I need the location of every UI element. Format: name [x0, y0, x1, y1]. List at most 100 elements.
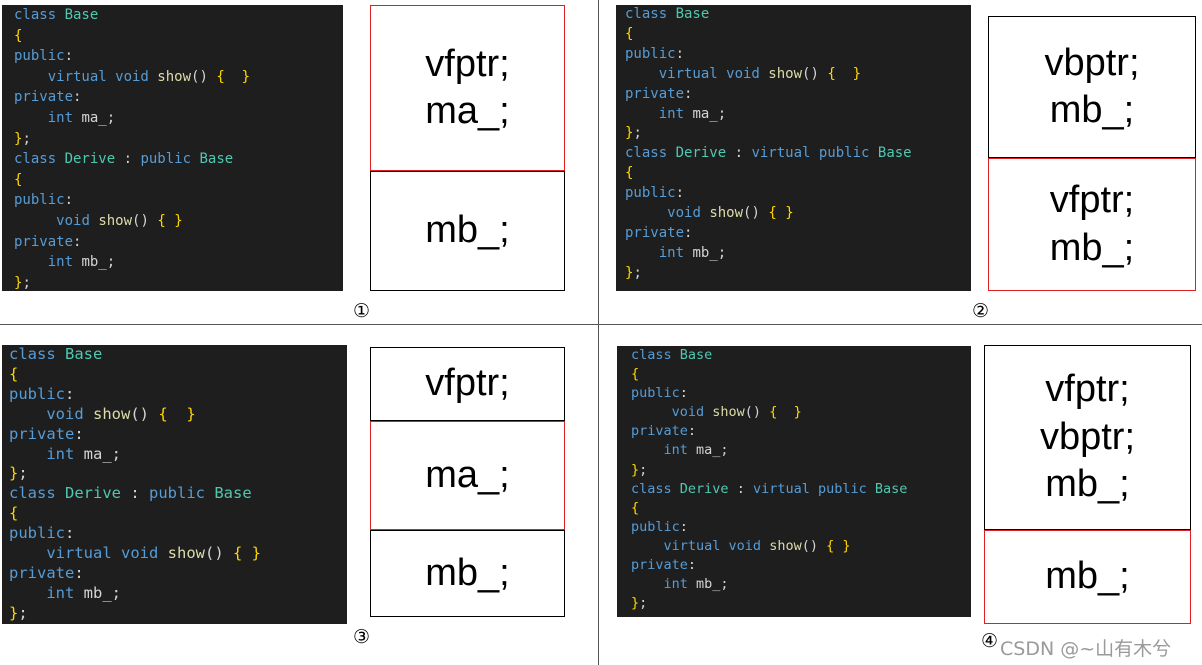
- code-token: private: [14, 89, 74, 106]
- code-line: private:: [625, 224, 971, 244]
- code-token: (): [132, 212, 158, 229]
- code-token: {: [14, 27, 23, 44]
- code-token: }: [625, 264, 634, 281]
- code-token: [14, 254, 48, 270]
- code-token: {: [232, 544, 243, 563]
- panel-label-3: ③: [353, 626, 371, 648]
- code-token: private: [625, 85, 685, 102]
- horizontal-divider: [0, 324, 1202, 325]
- code-token: :: [115, 151, 141, 168]
- code-token: {: [216, 68, 225, 85]
- code-line: virtual void show() { }: [9, 544, 347, 564]
- code-line: };: [631, 594, 971, 613]
- code-token: [777, 404, 793, 420]
- code-token: {: [827, 65, 836, 82]
- code-line: int ma_;: [631, 441, 971, 460]
- code-token: int: [47, 109, 82, 126]
- code-line: virtual void show() { }: [631, 537, 971, 556]
- code-line: };: [9, 464, 347, 484]
- code-token: void: [46, 404, 93, 423]
- code-token: }: [174, 212, 183, 229]
- vertical-divider: [598, 0, 599, 665]
- code-token: void: [671, 404, 713, 421]
- code-token: public: [149, 484, 215, 503]
- code-line: {: [14, 26, 343, 47]
- code-token: {: [625, 165, 634, 182]
- code-token: [9, 445, 46, 463]
- code-line: };: [625, 264, 971, 284]
- code-token: ;: [633, 264, 642, 281]
- code-token: :: [73, 233, 82, 250]
- code-token: show: [157, 68, 192, 85]
- code-line: {: [625, 164, 971, 184]
- code-token: Derive: [679, 480, 729, 497]
- code-token: [225, 69, 242, 85]
- code-token: ;: [22, 130, 31, 147]
- code-line: private:: [631, 556, 971, 575]
- code-token: }: [186, 404, 196, 423]
- panel-label-1: ①: [353, 300, 371, 322]
- code-token: Derive: [65, 484, 121, 503]
- code-token: [14, 213, 56, 229]
- code-token: :: [687, 557, 697, 574]
- code-token: }: [793, 404, 802, 421]
- memory-field: mb_;: [1049, 89, 1135, 131]
- code-token: {: [768, 205, 777, 222]
- code-token: ;: [18, 464, 28, 483]
- code-token: Derive: [675, 145, 727, 162]
- code-token: [242, 544, 251, 562]
- code-token: class: [14, 151, 65, 168]
- code-token: private: [631, 423, 688, 440]
- memory-field: mb_;: [1049, 226, 1135, 269]
- code-token: [9, 544, 46, 562]
- code-line: private:: [631, 422, 971, 441]
- code-line: void show() { }: [14, 211, 343, 232]
- code-token: class: [9, 345, 65, 363]
- code-token: {: [158, 404, 168, 423]
- code-token: (): [743, 205, 769, 222]
- code-line: class Derive : public Base: [14, 149, 343, 170]
- code-line: public:: [9, 524, 347, 544]
- code-line: class Base: [9, 345, 347, 365]
- code-token: {: [9, 364, 19, 383]
- code-token: }: [9, 464, 19, 483]
- code-line: int mb_;: [625, 244, 971, 264]
- code-token: public: [625, 45, 676, 62]
- code-token: }: [251, 544, 262, 563]
- code-token: [625, 106, 659, 122]
- code-token: ma_;: [696, 442, 729, 459]
- code-line: public:: [14, 46, 343, 67]
- memory-field: mb_;: [1045, 555, 1130, 598]
- code-token: int: [46, 444, 84, 463]
- code-token: (): [130, 404, 159, 423]
- code-token: :: [73, 89, 82, 106]
- memory-field: vfptr;: [1049, 179, 1135, 221]
- memory-box-3-c: mb_;: [370, 530, 565, 617]
- code-token: virtual void: [663, 537, 770, 554]
- code-line: {: [631, 365, 971, 384]
- code-token: }: [241, 68, 251, 85]
- code-token: {: [625, 25, 634, 42]
- code-block-2: class Base{public: virtual void show() {…: [616, 5, 971, 291]
- code-token: (): [204, 544, 233, 563]
- code-token: show: [768, 65, 803, 82]
- code-token: Base: [64, 7, 99, 23]
- code-token: [166, 213, 174, 229]
- code-token: :: [679, 385, 688, 402]
- code-token: Base: [877, 145, 912, 162]
- memory-box-1-a: vfptr;ma_;: [370, 5, 565, 171]
- code-token: }: [631, 595, 640, 612]
- code-token: virtual public: [752, 480, 875, 497]
- code-token: }: [9, 603, 19, 622]
- code-token: class: [625, 6, 676, 22]
- memory-field: mb_;: [1045, 463, 1130, 506]
- code-line: {: [9, 504, 347, 524]
- code-token: public: [140, 151, 200, 168]
- code-token: class: [631, 347, 680, 363]
- code-token: :: [64, 48, 74, 65]
- code-line: void show() { }: [631, 403, 971, 422]
- code-line: public:: [631, 384, 971, 403]
- code-token: public: [14, 192, 65, 209]
- code-token: }: [625, 125, 634, 142]
- code-token: ma_;: [81, 109, 116, 126]
